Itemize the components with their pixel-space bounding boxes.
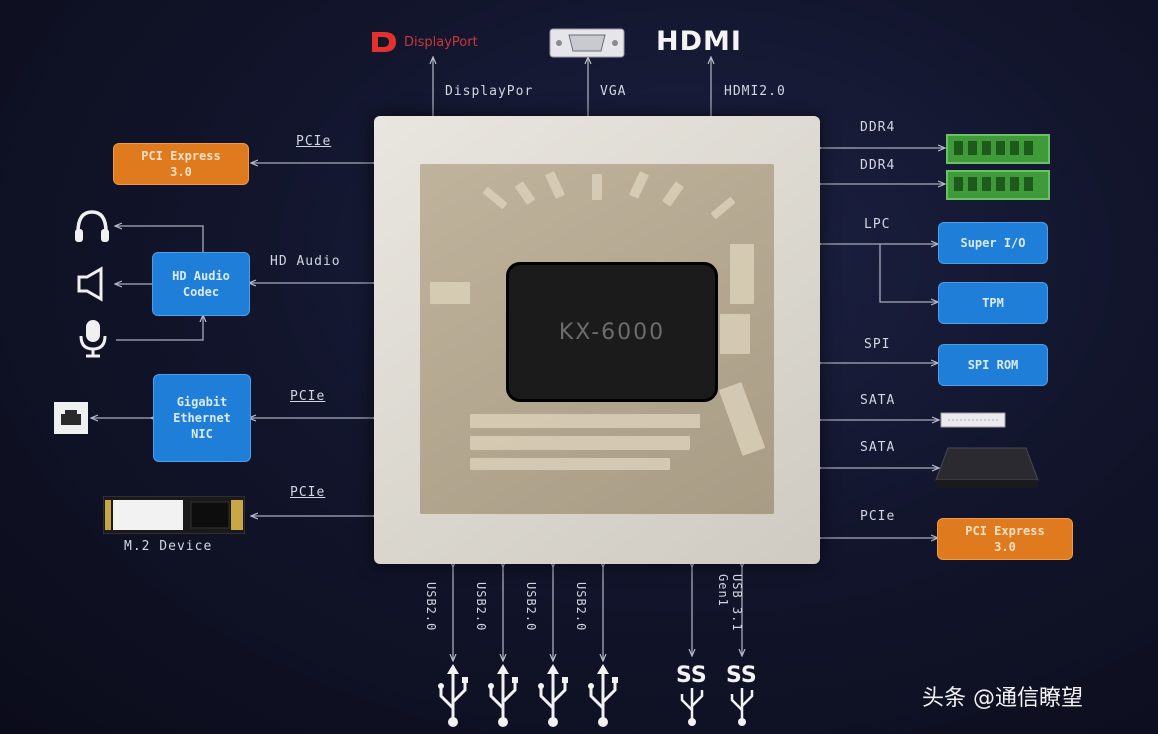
displayport-logo: DisplayPort	[370, 30, 478, 58]
ddr4-module-b	[946, 170, 1050, 200]
usb2-label-1: USB2.0	[424, 582, 438, 632]
usb-superspeed-icon-1: SS	[676, 663, 707, 726]
sata-label-b: SATA	[860, 440, 896, 455]
chip-die: KX-6000	[506, 262, 718, 402]
headphone-icon	[73, 208, 111, 248]
usb31-label: USB 3.1 Gen1	[716, 574, 744, 632]
nic-pcie-label: PCIe	[290, 389, 326, 404]
pcie-top-label: PCIe	[296, 134, 332, 149]
watermark: 头条 @通信瞭望	[922, 686, 1083, 711]
displayport-icon	[372, 32, 396, 52]
svg-text:SS: SS	[676, 663, 707, 688]
ddr4-module-a	[946, 134, 1050, 164]
soc-package: KX-6000	[374, 116, 820, 564]
usb2-label-4: USB2.0	[574, 582, 588, 632]
mic-line	[116, 316, 203, 341]
usb2-label-2: USB2.0	[474, 582, 488, 632]
ddr4-label-a: DDR4	[860, 120, 896, 135]
sata-label-a: SATA	[860, 393, 896, 408]
chip-name: KX-6000	[558, 319, 666, 345]
usb-icon-2	[488, 664, 518, 727]
spi-rom-box: SPI ROM	[938, 344, 1048, 386]
sata-drive-icon	[934, 446, 1040, 496]
lpc-label: LPC	[864, 217, 891, 232]
hdmi-logo: HDMI	[656, 26, 742, 57]
hd-audio-codec-box: HD Audio Codec	[152, 252, 250, 316]
headphone-line	[116, 226, 204, 252]
super-io-box: Super I/O	[938, 222, 1048, 264]
usb2-label-3: USB2.0	[524, 582, 538, 632]
ethernet-port-icon	[53, 401, 89, 439]
usb-icon-1	[438, 664, 468, 727]
pcie-express-left-box: PCI Express 3.0	[113, 143, 249, 185]
pcie-right-label: PCIe	[860, 509, 896, 524]
displayport-label: DisplayPor	[445, 84, 534, 99]
hdmi-label: HDMI2.0	[724, 84, 786, 99]
microphone-icon	[78, 318, 108, 362]
m2-device-label: M.2 Device	[124, 539, 213, 554]
ddr4-label-b: DDR4	[860, 158, 896, 173]
m2-ssd-icon	[102, 495, 246, 538]
usb-icon-4	[588, 664, 618, 727]
vga-connector-icon	[549, 28, 625, 62]
pcie-express-right-box: PCI Express 3.0	[937, 518, 1073, 560]
m2-pcie-label: PCIe	[290, 485, 326, 500]
soc-substrate: KX-6000	[420, 164, 774, 514]
sata-dom-icon	[940, 411, 1006, 433]
spi-label: SPI	[864, 337, 891, 352]
svg-text:SS: SS	[726, 663, 757, 688]
hd-audio-label: HD Audio	[270, 254, 341, 269]
usb-superspeed-icon-2: SS	[726, 663, 757, 726]
gigabit-nic-box: Gigabit Ethernet NIC	[153, 374, 251, 462]
tpm-line	[879, 244, 937, 302]
tpm-box: TPM	[938, 282, 1048, 324]
vga-label: VGA	[600, 84, 627, 99]
usb-icon-3	[538, 664, 568, 727]
speaker-icon	[76, 266, 108, 306]
